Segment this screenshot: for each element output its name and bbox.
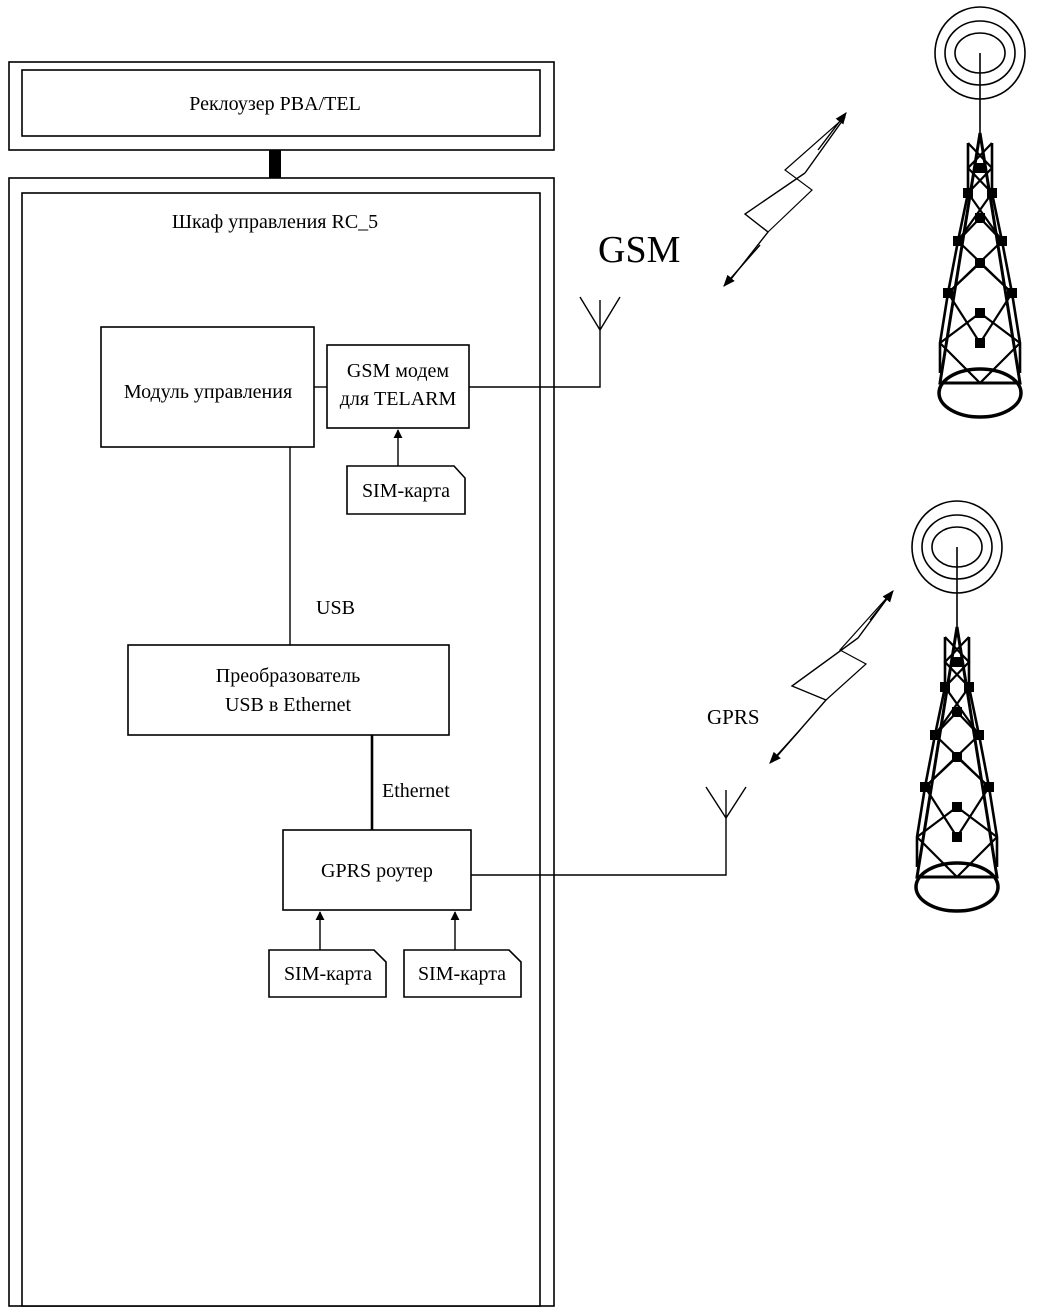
gsm-modem-line2: для TELARM <box>340 388 457 410</box>
recloser-block: Реклоузер PBA/TEL <box>8 61 555 151</box>
gprs-label: GPRS <box>707 705 760 729</box>
sim-card-icon <box>268 949 387 998</box>
gsm-modem-line1: GSM модем <box>347 360 449 382</box>
sim-card-router-left: SIM-карта <box>268 949 387 998</box>
gprs-router-label: GPRS роутер <box>321 860 433 882</box>
gsm-modem-block: GSM модем для TELARM <box>326 344 470 429</box>
cell-tower-icon <box>933 5 1027 419</box>
converter-line1: Преобразователь <box>216 665 360 687</box>
cell-tower-icon <box>910 499 1004 913</box>
converter-line2: USB в Ethernet <box>225 694 352 716</box>
ethernet-link-label: Ethernet <box>382 780 450 802</box>
control-module-block: Модуль управления <box>100 326 315 448</box>
gsm-antenna-line <box>469 330 601 388</box>
antenna-icon <box>579 296 621 331</box>
recloser-label: Реклоузер PBA/TEL <box>189 93 361 115</box>
lightning-arrow-icon <box>723 112 847 287</box>
sim-card-modem: SIM-карта <box>346 465 466 515</box>
cabinet-title: Шкаф управления RC_5 <box>172 211 378 233</box>
sim-card-icon <box>403 949 522 998</box>
lightning-arrow-icon <box>769 590 894 764</box>
gsm-label: GSM <box>598 229 680 271</box>
control-module-label: Модуль управления <box>124 381 292 403</box>
converter-block: Преобразователь USB в Ethernet <box>127 644 450 736</box>
gprs-antenna-line <box>471 818 727 876</box>
sim-card-router-left-label: SIM-карта <box>284 963 372 985</box>
sim-card-router-right-label: SIM-карта <box>418 963 506 985</box>
usb-link-label: USB <box>316 597 355 619</box>
sim-card-router-right: SIM-карта <box>403 949 522 998</box>
sim-card-modem-label: SIM-карта <box>362 480 450 502</box>
antenna-icon <box>705 786 747 819</box>
gprs-router-block: GPRS роутер <box>282 829 472 911</box>
sim-card-icon <box>346 465 466 515</box>
recloser-cabinet-connector <box>269 150 281 178</box>
